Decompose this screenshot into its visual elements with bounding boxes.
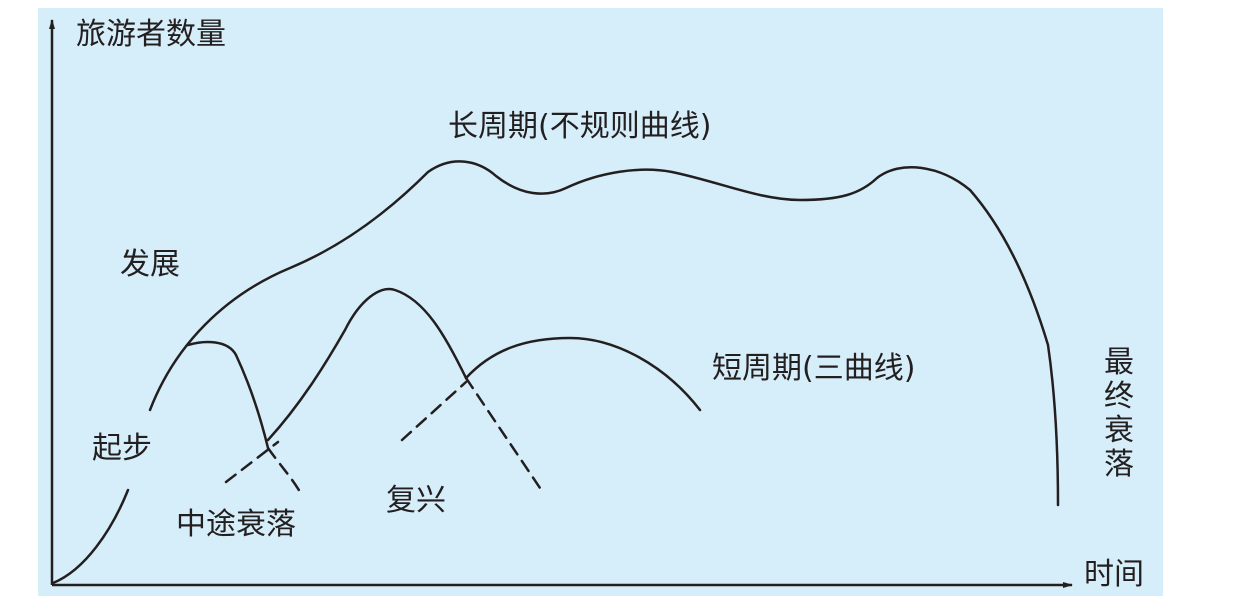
y-axis-label: 旅游者数量 [76, 17, 226, 52]
label-final-decline: 最终衰落 [1104, 345, 1134, 482]
diagram-background [38, 8, 1163, 596]
curve-short-cycle-1 [186, 340, 270, 450]
curve-short-cycle-1-dashed [266, 446, 302, 494]
curve-short-cycle-3 [464, 336, 702, 412]
label-short-cycle: 短周期(三曲线) [712, 351, 916, 386]
curve-short-cycle-2-dashed [464, 376, 542, 490]
curve-short-cycle-2 [266, 287, 468, 442]
x-axis-label: 时间 [1084, 557, 1144, 592]
label-long-cycle: 长周期(不规则曲线) [448, 109, 712, 144]
label-midway-decline: 中途衰落 [176, 507, 296, 542]
label-start: 起步 [92, 431, 152, 466]
label-revival: 复兴 [386, 483, 446, 518]
dashed-decline-projection-2 [400, 380, 468, 442]
curve-start-segment [51, 488, 130, 585]
dashed-decline-projection-1 [224, 440, 280, 484]
curve-long-cycle [148, 160, 1060, 507]
label-development: 发展 [120, 247, 180, 282]
